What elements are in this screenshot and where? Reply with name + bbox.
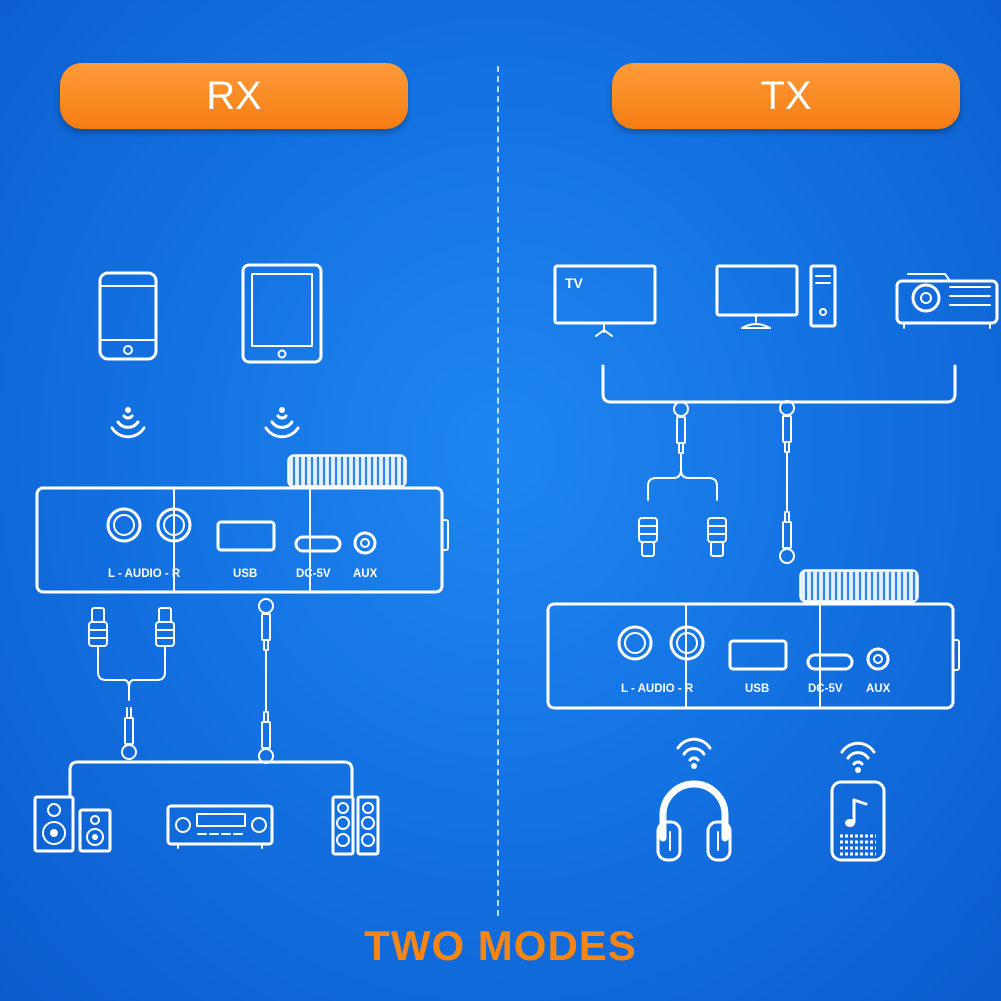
headphones-icon bbox=[656, 780, 732, 862]
tv-icon-label: TV bbox=[565, 275, 584, 291]
speaker-pair-icon bbox=[33, 795, 112, 853]
mode-divider bbox=[497, 66, 499, 916]
rx-device: L - AUDIO - R USB DC-5V AUX bbox=[35, 453, 449, 594]
smart-speaker-icon bbox=[830, 780, 886, 862]
av-receiver-icon bbox=[166, 804, 274, 849]
rca-to-aux-cable bbox=[88, 607, 175, 760]
projector-icon bbox=[895, 273, 999, 329]
audio-port-label: L - AUDIO - R bbox=[108, 568, 181, 580]
aux-cable bbox=[258, 598, 274, 764]
usb-port-label: USB bbox=[233, 568, 257, 580]
audio-port-label: L - AUDIO - R bbox=[621, 683, 694, 695]
dc-port-label: DC-5V bbox=[296, 568, 331, 580]
wireless-signal-icon bbox=[110, 405, 146, 439]
tv-icon: TV bbox=[553, 264, 657, 337]
aux-cable bbox=[779, 400, 795, 564]
tower-speaker-icon bbox=[331, 795, 380, 856]
footer-title: TWO MODES bbox=[364, 922, 637, 969]
desktop-computer-icon bbox=[715, 264, 837, 329]
tx-mode-label: TX bbox=[612, 63, 960, 129]
tx-source-bracket bbox=[601, 364, 957, 404]
wireless-signal-icon bbox=[264, 405, 300, 439]
rx-output-bracket bbox=[68, 760, 354, 798]
wireless-signal-icon bbox=[676, 737, 712, 771]
tx-device: L - AUDIO - R USB DC-5V AUX bbox=[546, 568, 960, 710]
usb-port-label: USB bbox=[745, 683, 769, 695]
aux-port-label: AUX bbox=[353, 568, 378, 580]
tablet-icon bbox=[241, 263, 323, 364]
smartphone-icon bbox=[98, 271, 158, 361]
rx-mode-label: RX bbox=[60, 63, 408, 129]
aux-port-label: AUX bbox=[866, 683, 891, 695]
dc-port-label: DC-5V bbox=[808, 683, 843, 695]
wireless-signal-icon bbox=[840, 741, 876, 775]
aux-to-rca-cable bbox=[638, 401, 727, 557]
